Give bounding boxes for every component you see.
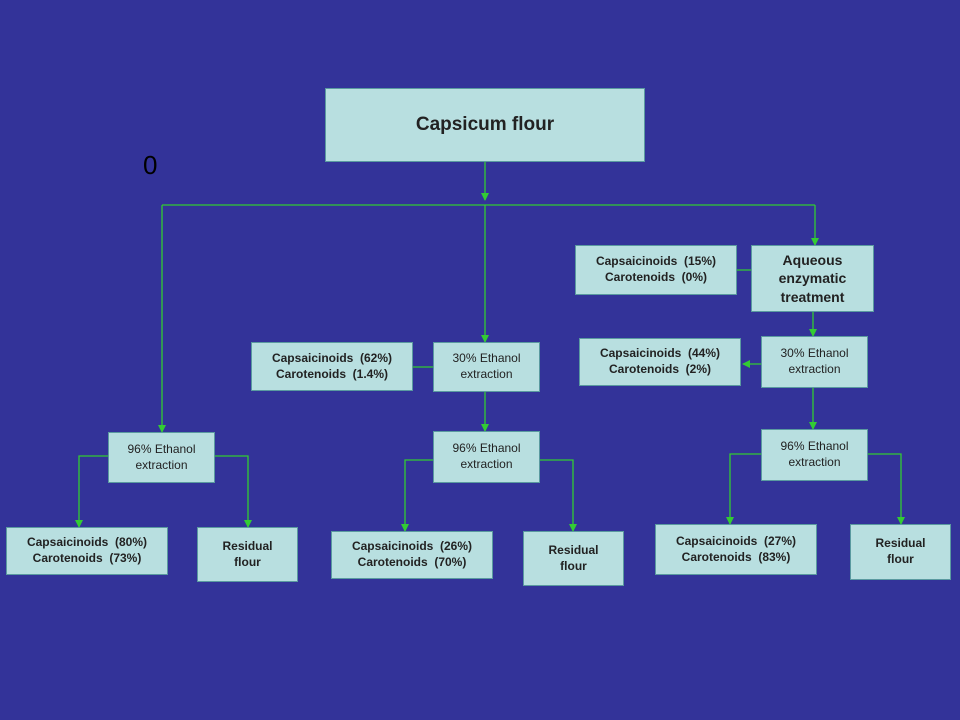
arrow-right-extract96 [726, 453, 761, 525]
node-capsicum-flour: Capsicum flour [325, 88, 645, 162]
node-label-line: 96% Ethanol [452, 441, 521, 456]
arrow-left-residual [215, 455, 252, 528]
node-label-line: Residual [875, 536, 926, 551]
node-aqueous-enzymatic-treatment: Aqueous enzymatic treatment [751, 245, 874, 312]
node-left-extract: Capsaicinoids (80%) Carotenoids (73%) [6, 527, 168, 575]
node-middle-residual-flour: Residual flour [523, 531, 624, 586]
node-label-line: enzymatic [778, 270, 847, 287]
node-label-line: Carotenoids (83%) [681, 549, 791, 564]
node-label-line: Residual [222, 538, 273, 553]
node-label-line: Capsaicinoids (26%) [351, 539, 473, 554]
node-label-line: flour [887, 552, 914, 566]
node-label-line: extraction [788, 362, 841, 376]
arrow-middle-extract96 [401, 459, 433, 532]
node-label-line: Carotenoids (73%) [32, 551, 142, 565]
node-left-residual-flour: Residual flour [197, 527, 298, 582]
node-label-line: Capsaicinoids (44%) [599, 346, 721, 361]
node-label-line: Capsaicinoids (62%) [271, 350, 393, 365]
node-label-line: extraction [460, 367, 513, 381]
node-label-line: extraction [135, 457, 188, 472]
node-right-extract-30: Capsaicinoids (44%) Carotenoids (2%) [579, 338, 741, 386]
node-label-line: 30% Ethanol [780, 346, 849, 361]
node-right-residual-flour: Residual flour [850, 524, 951, 580]
node-right-30-ethanol-extraction: 30% Ethanol extraction [761, 336, 868, 388]
node-middle-extract-96: Capsaicinoids (26%) Carotenoids (70%) [331, 531, 493, 579]
node-label-line: 96% Ethanol [780, 439, 849, 454]
node-middle-extract-30: Capsaicinoids (62%) Carotenoids (1.4%) [251, 342, 413, 391]
node-middle-30-ethanol-extraction: 30% Ethanol extraction [433, 342, 540, 392]
node-label-line: 96% Ethanol [127, 441, 196, 456]
node-middle-96-ethanol-extraction: 96% Ethanol extraction [433, 431, 540, 483]
node-label-line: extraction [788, 455, 841, 469]
node-right-extract-96: Capsaicinoids (27%) Carotenoids (83%) [655, 524, 817, 575]
arrow-right-residual [868, 453, 905, 525]
node-label-line: Aqueous [782, 252, 843, 269]
node-label-line: 30% Ethanol [452, 351, 521, 366]
node-label-line: flour [560, 558, 587, 573]
node-treatment-extract: Capsaicinoids (15%) Carotenoids (0%) [575, 245, 737, 295]
node-label-line: extraction [460, 457, 513, 471]
node-label: Capsicum flour [415, 113, 555, 135]
node-label-line: Carotenoids (2%) [608, 362, 711, 376]
node-label-line: Capsaicinoids (80%) [26, 535, 148, 550]
node-right-96-ethanol-extraction: 96% Ethanol extraction [761, 429, 868, 481]
node-label-line: Carotenoids (0%) [604, 270, 707, 284]
node-label-line: Carotenoids (1.4%) [275, 366, 389, 381]
node-label-line: treatment [780, 288, 845, 305]
arrow-left-extract [75, 455, 108, 528]
node-label-line: Capsaicinoids (27%) [675, 533, 797, 548]
node-label-line: flour [234, 554, 261, 569]
marker-zero: 0 [143, 150, 158, 180]
node-label-line: Residual [548, 542, 599, 557]
arrow-middle-residual [540, 459, 577, 532]
node-label-line: Capsaicinoids (15%) [595, 254, 717, 269]
node-label-line: Carotenoids (70%) [357, 555, 467, 569]
node-left-96-ethanol-extraction: 96% Ethanol extraction [108, 432, 215, 483]
